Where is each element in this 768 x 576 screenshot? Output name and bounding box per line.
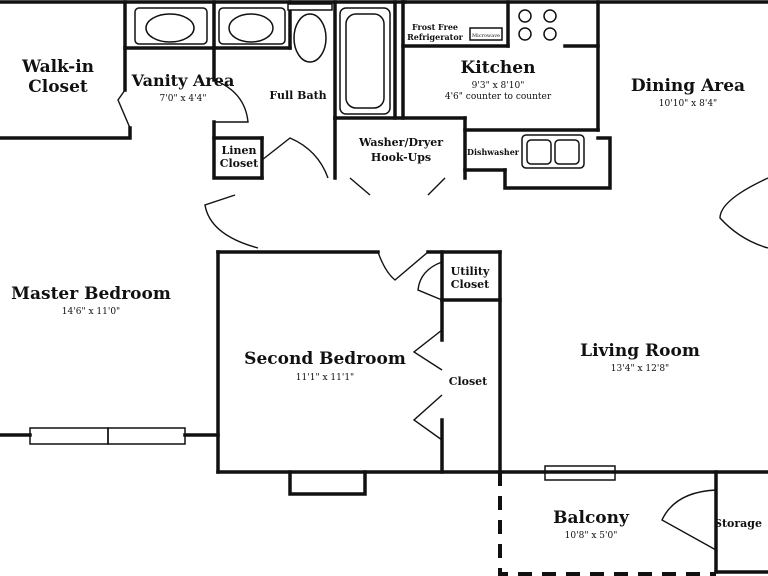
fixtures	[134, 3, 585, 169]
full-bath-label: Full Bath	[269, 89, 326, 102]
living-room-dims: 13'4" x 12'8"	[611, 364, 669, 374]
washer-dryer-label-2: Hook-Ups	[371, 151, 431, 164]
kitchen-label: Kitchen	[461, 58, 536, 78]
microwave-label: Microwave	[472, 33, 500, 39]
vanity-area-label: Vanity Area	[131, 71, 235, 90]
utility-closet-label: Utility	[451, 265, 490, 278]
master-bedroom-label: Master Bedroom	[11, 284, 171, 304]
refrigerator-label-2: Refrigerator	[407, 32, 464, 42]
kitchen-dims: 9'3" x 8'10"	[472, 81, 525, 91]
living-room-label: Living Room	[580, 341, 700, 361]
room-labels: Walk-in Closet Vanity Area 7'0" x 4'4" F…	[11, 22, 762, 541]
balcony-label: Balcony	[553, 508, 630, 528]
refrigerator-label: Frost Free	[412, 22, 458, 32]
walk-in-closet-label-2: Closet	[28, 77, 88, 97]
walk-in-closet-label: Walk-in	[21, 57, 94, 77]
dining-area-label: Dining Area	[631, 76, 745, 96]
dining-area-dims: 10'10" x 8'4"	[659, 99, 717, 109]
vanity-area-dims: 7'0" x 4'4"	[160, 94, 207, 104]
dishwasher-label: Dishwasher	[467, 147, 520, 157]
second-bedroom-label: Second Bedroom	[244, 349, 406, 369]
kitchen-note: 4'6" counter to counter	[445, 92, 552, 102]
storage-label: Storage	[714, 517, 762, 530]
washer-dryer-label: Washer/Dryer	[358, 136, 443, 149]
second-bedroom-dims: 11'1" x 11'1"	[296, 373, 354, 383]
utility-closet-label-2: Closet	[451, 278, 490, 291]
windows	[29, 427, 616, 496]
balcony-dims: 10'8" x 5'0"	[565, 531, 618, 541]
closet-label: Closet	[449, 375, 488, 388]
doors	[117, 79, 768, 551]
linen-closet-label-2: Closet	[220, 157, 259, 170]
linen-closet-label: Linen	[222, 144, 257, 157]
master-bedroom-dims: 14'6" x 11'0"	[62, 307, 120, 317]
